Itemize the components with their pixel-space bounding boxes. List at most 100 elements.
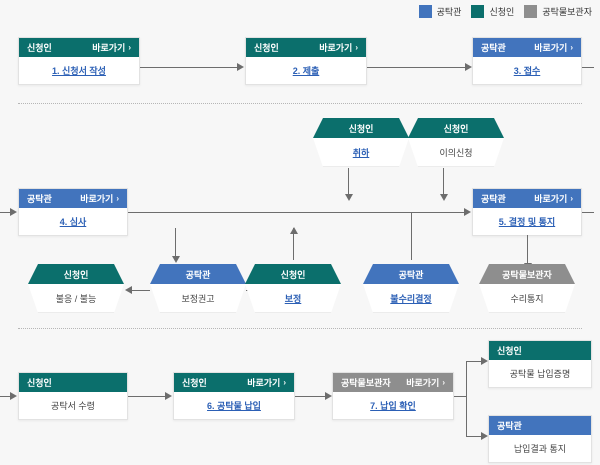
node-step-2-header: 신청인 바로가기 ›	[246, 38, 366, 57]
node-step-5-goto-label: 바로가기	[534, 194, 568, 204]
node-step-1-role: 신청인	[27, 43, 52, 53]
legend-label-applicant: 신청인	[489, 7, 515, 17]
node-step-4[interactable]: 공탁관 바로가기 › 4. 심사	[18, 188, 128, 236]
arrowhead-correction-to-spine	[290, 227, 298, 234]
node-pay-result: 공탁관 납입결과 통지	[488, 415, 592, 463]
node-step-2[interactable]: 신청인 바로가기 › 2. 제출	[245, 37, 367, 85]
node-reject-decision-label[interactable]: 불수리결정	[363, 284, 459, 313]
node-step-5-header: 공탁관 바로가기 ›	[473, 189, 581, 208]
connector-step2-to-step3	[367, 67, 465, 68]
node-step-6[interactable]: 신청인 바로가기 › 6. 공탁물 납입	[173, 372, 295, 420]
node-step-6-goto[interactable]: 바로가기 ›	[247, 376, 286, 389]
node-step-7-role: 공탁물보관자	[341, 378, 391, 388]
connector-step4-to-advice	[175, 228, 176, 258]
node-step-2-goto[interactable]: 바로가기 ›	[319, 41, 358, 54]
node-step-3[interactable]: 공탁관 바로가기 › 3. 접수	[472, 37, 582, 85]
node-withdraw-label[interactable]: 취하	[313, 138, 409, 167]
node-step-4-role: 공탁관	[27, 194, 52, 204]
connector-step7-to-result	[466, 436, 481, 437]
connector-step7-branch-stem	[454, 396, 466, 397]
chevron-right-icon: ›	[283, 377, 286, 387]
node-correction-advice: 공탁관 보정권고	[150, 264, 246, 313]
node-step-7-header: 공탁물보관자 바로가기 ›	[333, 373, 453, 392]
node-pay-certificate-label: 공탁물 납입증명	[509, 369, 571, 379]
node-receipt: 신청인 공탁서 수령	[18, 372, 128, 420]
node-withdraw[interactable]: 신청인 취하	[313, 118, 409, 167]
connector-step7-to-certificate	[466, 361, 481, 362]
node-accept-notice: 공탁물보관자 수리통지	[479, 264, 575, 313]
arrowhead-withdraw-down	[345, 194, 353, 201]
node-step-2-goto-label: 바로가기	[319, 43, 353, 53]
node-correction[interactable]: 신청인 보정	[245, 264, 341, 313]
connector-step4-to-step5	[128, 212, 465, 213]
node-receipt-header: 신청인	[19, 373, 127, 392]
node-step-7-goto-label: 바로가기	[406, 378, 440, 388]
node-step-5-goto[interactable]: 바로가기 ›	[534, 192, 573, 205]
node-step-1[interactable]: 신청인 바로가기 › 1. 신청서 작성	[18, 37, 140, 85]
section-divider-bottom	[18, 328, 582, 329]
legend-swatch-custodian	[524, 5, 538, 18]
node-step-1-goto-label: 바로가기	[92, 43, 126, 53]
connector-step5-to-accept	[527, 235, 528, 265]
node-step-5[interactable]: 공탁관 바로가기 › 5. 결정 및 통지	[472, 188, 582, 236]
connector-step6-to-step7	[295, 396, 325, 397]
node-objection-label: 이의신청	[408, 138, 504, 167]
node-step-3-role: 공탁관	[481, 43, 506, 53]
chevron-right-icon: ›	[570, 42, 573, 52]
node-step-7[interactable]: 공탁물보관자 바로가기 › 7. 납입 확인	[332, 372, 454, 420]
node-step-4-label[interactable]: 4. 심사	[59, 217, 87, 227]
arrowhead-advice-to-refusal	[125, 286, 132, 294]
chevron-right-icon: ›	[128, 42, 131, 52]
node-pay-certificate-role: 신청인	[497, 346, 522, 356]
node-receipt-label: 공탁서 수령	[51, 401, 95, 411]
node-step-1-goto[interactable]: 바로가기 ›	[92, 41, 131, 54]
connector-spine-to-reject	[411, 213, 412, 260]
node-refusal: 신청인 불응 / 불능	[28, 264, 124, 313]
chevron-right-icon: ›	[570, 193, 573, 203]
connector-step7-branch-riser	[466, 361, 467, 436]
legend-item-officer: 공탁관	[418, 5, 461, 18]
chevron-right-icon: ›	[442, 377, 445, 387]
node-step-2-label[interactable]: 2. 제출	[292, 66, 320, 76]
connector-into-receipt	[0, 396, 10, 397]
node-pay-result-role: 공탁관	[497, 421, 522, 431]
node-reject-decision[interactable]: 공탁관 불수리결정	[363, 264, 459, 313]
node-step-3-goto-label: 바로가기	[534, 43, 568, 53]
connector-advice-to-refusal	[132, 290, 150, 291]
arrowhead-step7-to-result	[481, 432, 488, 440]
node-step-5-label[interactable]: 5. 결정 및 통지	[498, 217, 556, 227]
connector-receipt-to-step6	[128, 396, 165, 397]
node-step-3-label[interactable]: 3. 접수	[513, 66, 541, 76]
chevron-right-icon: ›	[355, 42, 358, 52]
node-step-4-goto-label: 바로가기	[80, 194, 114, 204]
node-step-2-role: 신청인	[254, 43, 279, 53]
arrowhead-objection-down	[440, 194, 448, 201]
legend-swatch-applicant	[471, 5, 485, 18]
arrowhead-into-step4	[10, 208, 17, 216]
node-step-3-header: 공탁관 바로가기 ›	[473, 38, 581, 57]
node-step-5-role: 공탁관	[481, 194, 506, 204]
node-step-6-label[interactable]: 6. 공탁물 납입	[207, 401, 261, 411]
node-accept-notice-role: 공탁물보관자	[479, 264, 575, 284]
connector-step5-tail	[582, 212, 594, 213]
node-step-3-goto[interactable]: 바로가기 ›	[534, 41, 573, 54]
node-step-1-label[interactable]: 1. 신청서 작성	[52, 66, 106, 76]
arrowhead-into-receipt	[10, 392, 17, 400]
legend-item-applicant: 신청인	[471, 5, 514, 18]
connector-correction-to-spine	[293, 228, 294, 260]
node-refusal-label: 불응 / 불능	[28, 284, 124, 313]
node-step-7-goto[interactable]: 바로가기 ›	[406, 376, 445, 389]
node-pay-certificate: 신청인 공탁물 납입증명	[488, 340, 592, 388]
chevron-right-icon: ›	[116, 193, 119, 203]
connector-objection-down	[443, 168, 444, 196]
node-step-4-goto[interactable]: 바로가기 ›	[80, 192, 119, 205]
arrowhead-step4-to-advice	[172, 256, 180, 263]
node-correction-advice-role: 공탁관	[150, 264, 246, 284]
node-step-4-header: 공탁관 바로가기 ›	[19, 189, 127, 208]
node-step-6-header: 신청인 바로가기 ›	[174, 373, 294, 392]
node-receipt-role: 신청인	[27, 378, 52, 388]
node-step-1-header: 신청인 바로가기 ›	[19, 38, 139, 57]
node-step-7-label[interactable]: 7. 납입 확인	[370, 401, 416, 411]
node-correction-label[interactable]: 보정	[245, 284, 341, 313]
node-correction-role: 신청인	[245, 264, 341, 284]
